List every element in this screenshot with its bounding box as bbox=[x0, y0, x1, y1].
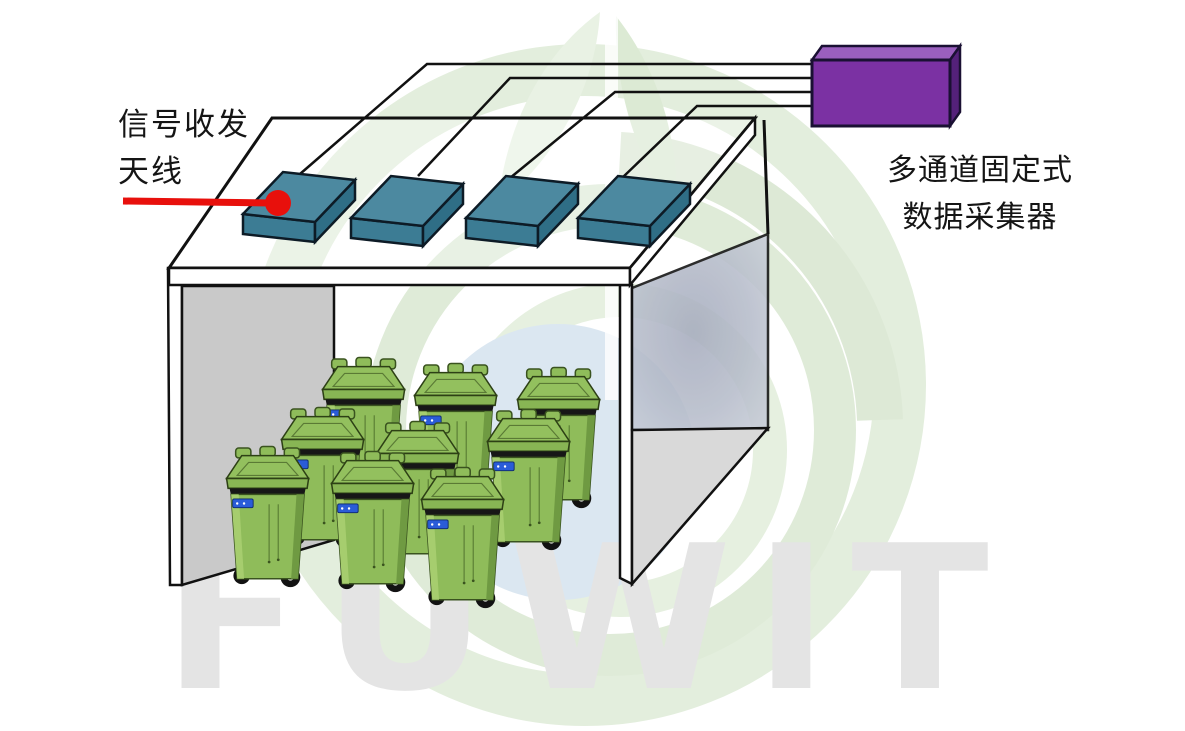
antenna-cable-2 bbox=[417, 76, 812, 177]
antenna-label-line1: 信号收发 bbox=[118, 107, 250, 143]
trash-bin-6 bbox=[486, 408, 571, 551]
collector-label: 多通道固定式 数据采集器 bbox=[856, 148, 1104, 241]
collector-label-line1: 多通道固定式 bbox=[887, 153, 1073, 188]
trash-bin-7 bbox=[225, 445, 310, 588]
antenna-cables bbox=[299, 62, 812, 179]
collector-label-line2: 数据采集器 bbox=[902, 199, 1058, 235]
antenna-label: 信号收发 天线 bbox=[118, 102, 250, 195]
pointer-dot bbox=[265, 190, 291, 216]
back-right-edge bbox=[762, 119, 770, 235]
trash-bin-8 bbox=[330, 450, 415, 593]
antenna-cable-3 bbox=[509, 90, 812, 179]
trash-bin-9 bbox=[420, 466, 505, 609]
right-wall bbox=[618, 119, 771, 588]
antenna-label-line2: 天线 bbox=[118, 153, 184, 190]
antenna-cable-1 bbox=[299, 62, 812, 175]
data-collector-box bbox=[809, 42, 963, 130]
antenna-cable-4 bbox=[621, 104, 812, 179]
pointer-arrow bbox=[122, 190, 291, 216]
